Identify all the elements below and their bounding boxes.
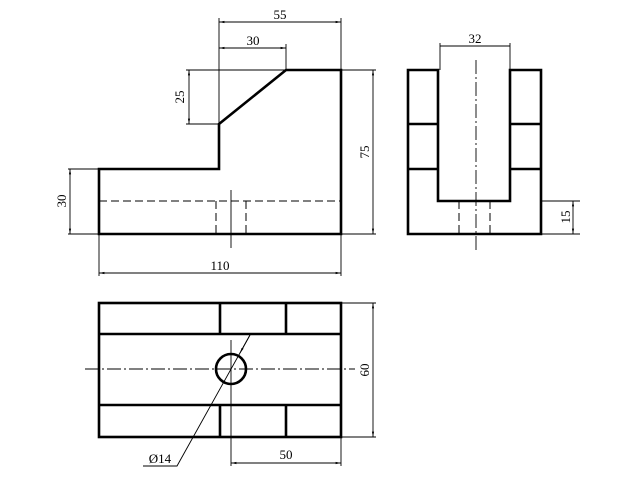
dim-30-top: 30 <box>247 33 260 48</box>
dim-diameter-14: Ø14 <box>149 451 172 466</box>
dim-32: 32 <box>469 31 482 46</box>
dim-55: 55 <box>274 7 287 22</box>
dim-30-left: 30 <box>54 195 69 208</box>
top-view: 50 60 Ø14 <box>85 301 376 467</box>
front-outline <box>97 68 343 236</box>
leader-arrow <box>239 334 251 354</box>
dim-15: 15 <box>558 211 573 224</box>
side-outline <box>406 68 543 236</box>
side-view: 32 15 <box>406 31 580 250</box>
dim-60: 60 <box>357 364 372 377</box>
dim-75: 75 <box>357 146 372 159</box>
diameter-leader <box>143 334 251 467</box>
dim-110: 110 <box>210 258 229 273</box>
dim-25: 25 <box>172 91 187 104</box>
dim-50: 50 <box>280 447 293 462</box>
front-view: 55 30 25 75 30 110 <box>54 7 376 276</box>
